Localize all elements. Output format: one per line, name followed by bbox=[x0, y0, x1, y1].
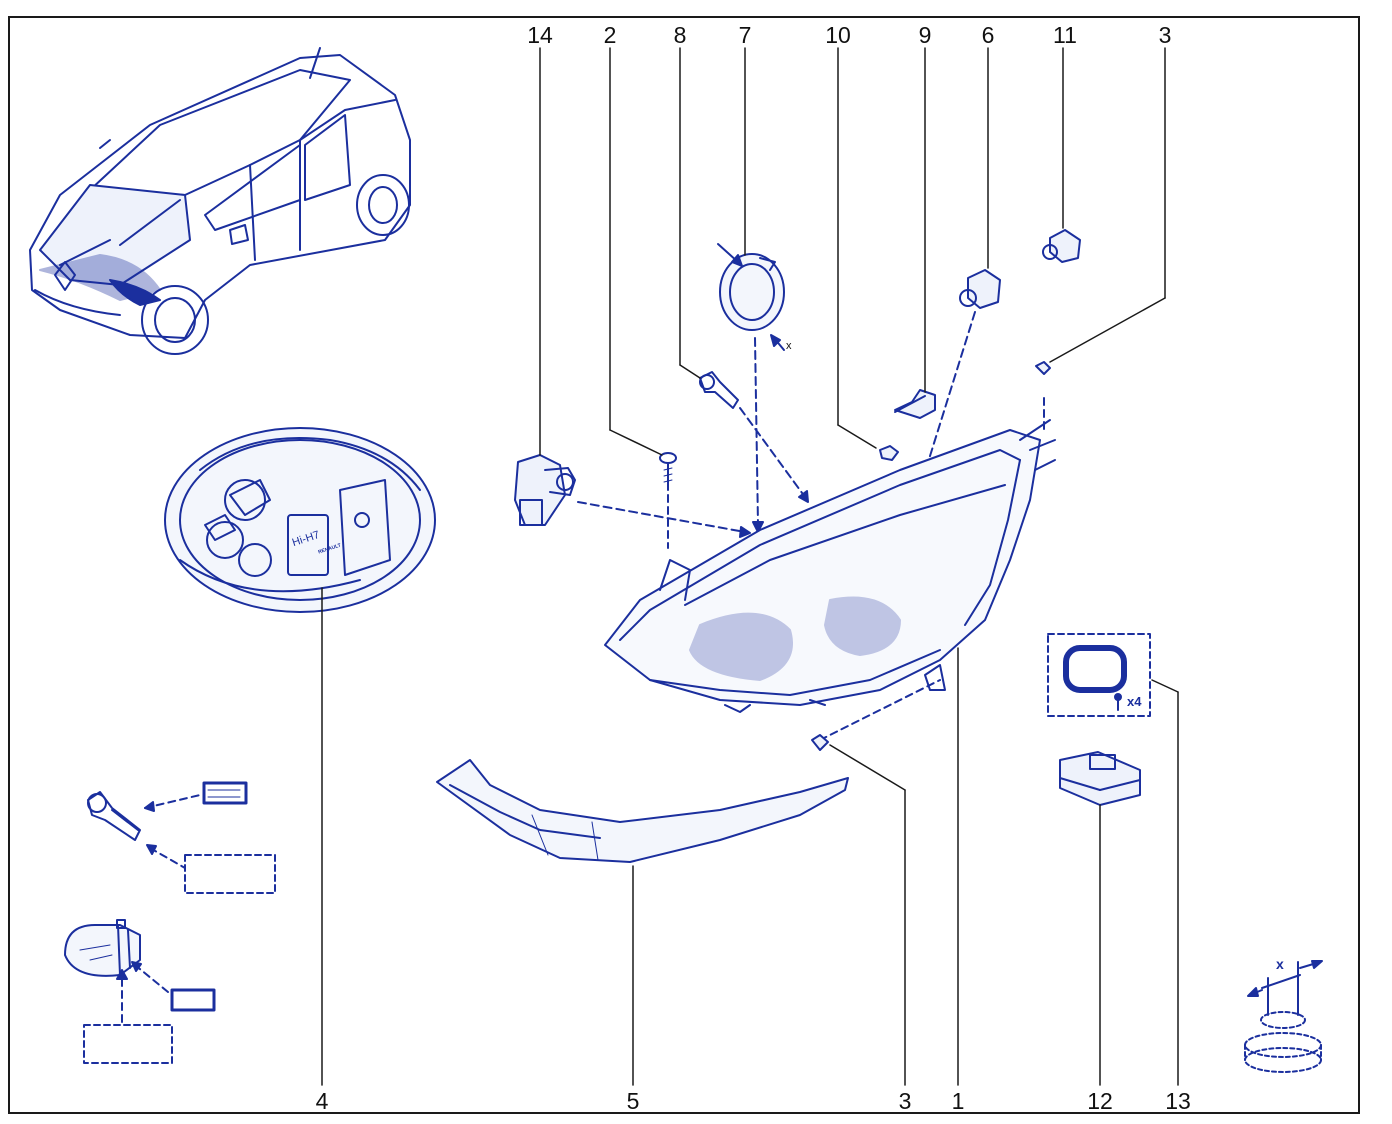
callout-2: 2 bbox=[603, 22, 617, 48]
leveling-motor bbox=[514, 454, 751, 538]
cover-cap-7 bbox=[717, 243, 785, 533]
bulb-9 bbox=[894, 389, 936, 419]
small-bulb-detail bbox=[64, 919, 216, 1064]
clip-3-bottom bbox=[811, 734, 829, 751]
bulb-8 bbox=[699, 371, 809, 503]
callout-4: 4 bbox=[315, 1088, 329, 1114]
callout-10: 10 bbox=[825, 22, 851, 48]
callout-12: 12 bbox=[1087, 1088, 1113, 1114]
callout-11: 11 bbox=[1053, 22, 1077, 48]
h7-bulb-detail bbox=[87, 781, 276, 894]
bulb-holder-11 bbox=[1042, 229, 1081, 263]
car-illustration bbox=[29, 47, 411, 355]
dimension-x-label: x bbox=[786, 340, 792, 352]
callout-3-bottom: 3 bbox=[898, 1088, 912, 1114]
callout-3-top: 3 bbox=[1158, 22, 1172, 48]
callout-1: 1 bbox=[951, 1088, 965, 1114]
headlamp-assembly bbox=[604, 419, 1056, 741]
callout-9: 9 bbox=[918, 22, 932, 48]
callout-8: 8 bbox=[673, 22, 687, 48]
callout-5: 5 bbox=[626, 1088, 640, 1114]
callout-14: 14 bbox=[527, 22, 553, 48]
dimension-x-detail-label: x bbox=[1276, 956, 1284, 972]
trim-strip-5 bbox=[436, 759, 849, 863]
control-module-12 bbox=[1059, 751, 1141, 806]
leader-lines bbox=[321, 47, 1179, 1086]
quantity-label: x4 bbox=[1127, 694, 1142, 709]
clip-dimension-detail bbox=[1244, 960, 1323, 1073]
callout-7: 7 bbox=[738, 22, 752, 48]
screw-part bbox=[659, 452, 677, 549]
clip-3-top bbox=[1035, 361, 1051, 431]
callout-13: 13 bbox=[1165, 1088, 1191, 1114]
gasket-box-13 bbox=[1047, 633, 1151, 717]
bulb-10 bbox=[879, 445, 899, 461]
callout-6: 6 bbox=[981, 22, 995, 48]
bulb-kit-case bbox=[164, 427, 436, 613]
